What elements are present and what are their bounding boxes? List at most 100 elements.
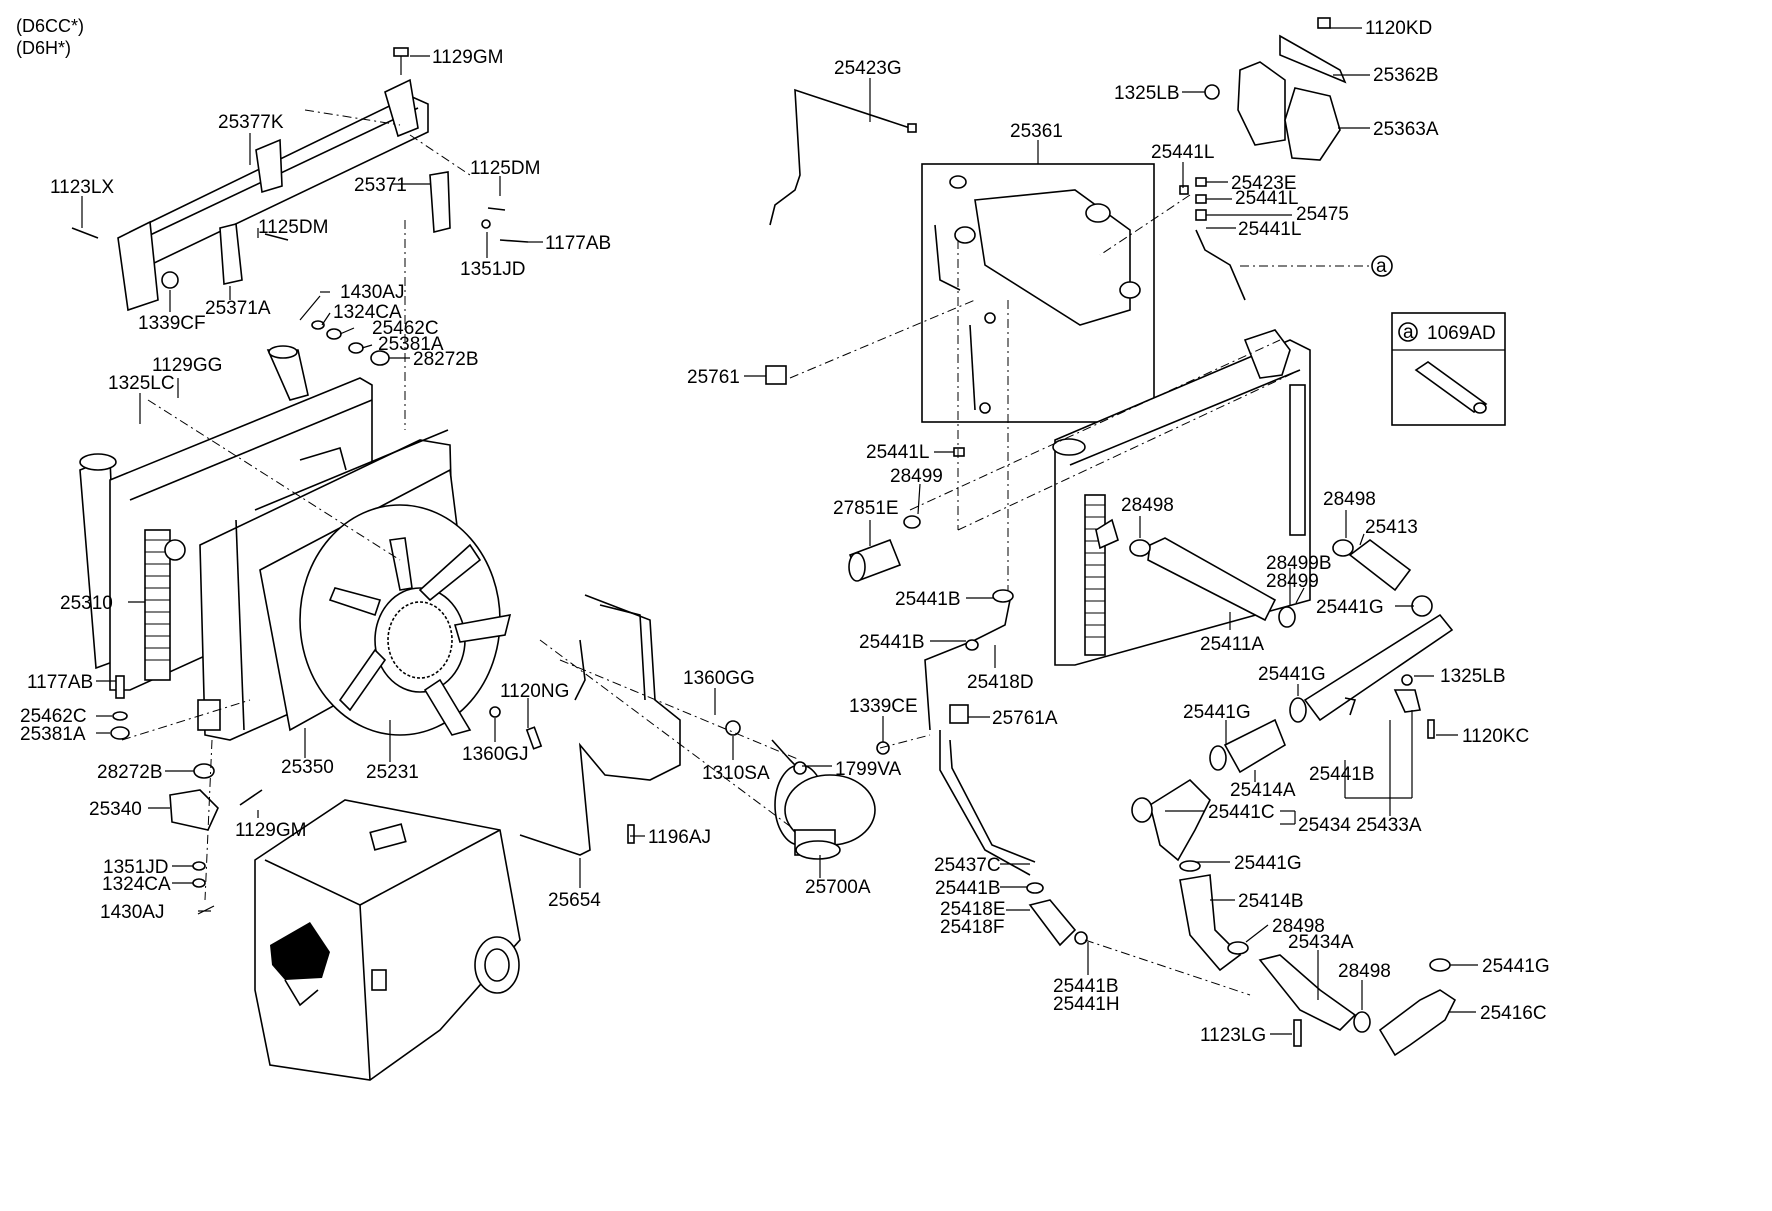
part-label: 25441B (935, 878, 1001, 899)
part-label: 28499 (890, 466, 943, 487)
part-label: 28498 (1272, 916, 1325, 937)
legend-part-number: 1069AD (1427, 323, 1496, 344)
intercooler-hoses (848, 515, 1457, 1057)
part-label: 28499 (1266, 571, 1319, 592)
part-label: 28498 (1323, 489, 1376, 510)
part-label: 25371A (205, 298, 271, 319)
part-label: 25418F (940, 917, 1004, 938)
part-label: 25381A (20, 724, 86, 745)
part-label: 25462C (372, 318, 439, 339)
part-label: 27851E (833, 498, 899, 519)
part-label: 25441G (1482, 956, 1550, 977)
part-label: 1325LC (108, 373, 175, 394)
part-number-labels: 1129GM 25377K 1123LX 1125DM 25371 1177AB… (20, 18, 1550, 1046)
part-label: 25761 (687, 367, 740, 388)
part-label: 25441L (1151, 142, 1214, 163)
part-label: 28499B (1266, 553, 1332, 574)
cooling-fan-25231 (299, 504, 512, 736)
part-label: 25441B (1309, 764, 1375, 785)
part-label: 1430AJ (100, 902, 164, 923)
part-label: 1339CE (849, 696, 918, 717)
part-label: 25441L (866, 442, 929, 463)
mounting-brackets (71, 171, 529, 289)
legend-box: a 1069AD (1391, 312, 1506, 426)
alignment-lines (121, 109, 1301, 996)
part-label: 25414B (1238, 891, 1304, 912)
fan-guard-frame-25654 (489, 594, 741, 856)
overflow-tube-25423G (769, 88, 917, 226)
part-label: 25418E (940, 899, 1006, 920)
part-label: 25363A (1373, 119, 1439, 140)
part-label: 25441L (1238, 219, 1301, 240)
callout-ref-letter: a (1376, 256, 1387, 277)
part-label: 25761A (992, 708, 1058, 729)
part-label: 1177AB (27, 672, 93, 693)
part-label: 1325LB (1440, 666, 1506, 687)
part-label: 1430AJ (340, 282, 404, 303)
part-label: 1177AB (545, 233, 611, 254)
part-label: 25418D (967, 672, 1034, 693)
part-label: 25441C (1208, 802, 1275, 823)
coolant-pipe-25418 (876, 589, 1088, 947)
part-label: 1123LX (50, 177, 114, 198)
callout-a: a (1240, 255, 1393, 277)
part-label: 1120KD (1365, 18, 1432, 39)
part-label: 25434 (1298, 815, 1351, 836)
part-label: 25433A (1356, 815, 1422, 836)
part-label: 25462C (20, 706, 87, 727)
part-label: 25340 (89, 799, 142, 820)
vehicle-location-illustration (254, 799, 521, 1081)
part-label: 25423E (1231, 173, 1297, 194)
part-label: 25350 (281, 757, 334, 778)
part-label: 25362B (1373, 65, 1439, 86)
part-label: 25441B (1053, 976, 1119, 997)
part-label: 1125DM (258, 217, 328, 238)
engine-variant-label: (D6CC*) (16, 16, 84, 36)
part-label: 28498 (1121, 495, 1174, 516)
part-label: 1129GM (432, 47, 503, 68)
part-label: 25441L (1235, 188, 1298, 209)
part-label: 1196AJ (648, 827, 711, 848)
engine-variant-label: (D6H*) (16, 38, 71, 58)
part-label: 1123LG (1200, 1025, 1266, 1046)
part-label: 28272B (413, 349, 479, 370)
part-label: 25441G (1258, 664, 1326, 685)
part-label: 25231 (366, 762, 419, 783)
part-label: 25475 (1296, 204, 1349, 225)
part-label: 1799VA (835, 759, 902, 780)
part-label: 25310 (60, 593, 113, 614)
part-label: 25434A (1288, 932, 1354, 953)
part-label: 25441B (859, 632, 925, 653)
part-label: 25441G (1183, 702, 1251, 723)
part-label: 1310SA (702, 763, 770, 784)
part-label: 1120NG (500, 681, 569, 702)
part-label: 25377K (218, 112, 284, 133)
part-label: 28498 (1338, 961, 1391, 982)
coolant-reservoir-25361 (921, 163, 1155, 423)
part-label: 1129GM (235, 820, 306, 841)
part-label: 1324CA (102, 874, 171, 895)
part-label: 1351JD (103, 857, 169, 878)
fan-clutch-drive-25700A (771, 739, 876, 860)
part-label: 25381A (378, 334, 444, 355)
part-label: 1351JD (460, 259, 526, 280)
legend-ref-letter: a (1403, 322, 1414, 343)
part-label: 25654 (548, 890, 601, 911)
part-label: 1324CA (333, 302, 402, 323)
part-label: 1129GG (152, 355, 222, 376)
hose-clamp-brackets (1204, 17, 1347, 161)
part-label: 1325LB (1114, 83, 1180, 104)
part-label: 1125DM (470, 158, 540, 179)
label-plate-25761 (765, 365, 787, 385)
part-label: 25371 (354, 175, 407, 196)
part-label: 1120KC (1462, 726, 1529, 747)
lower-mount-parts (110, 675, 263, 915)
part-label: 28272B (97, 762, 163, 783)
part-label: 25700A (805, 877, 871, 898)
part-label: 1360GJ (462, 744, 529, 765)
part-label: 1360GG (683, 668, 755, 689)
part-label: 25361 (1010, 121, 1063, 142)
leader-lines (81, 27, 1478, 1035)
part-label: 25441B (895, 589, 961, 610)
